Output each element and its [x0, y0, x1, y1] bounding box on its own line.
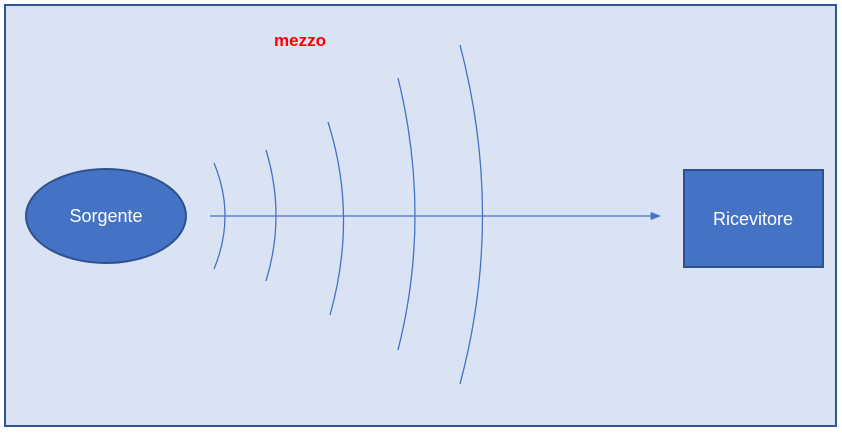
wavefront-3 [327, 121, 345, 316]
source-label: Sorgente [69, 206, 142, 226]
wavefront-1 [213, 162, 226, 270]
wavefront-2 [265, 149, 277, 282]
receiver-label: Ricevitore [713, 209, 793, 229]
medium-label: mezzo [274, 31, 326, 50]
source-ellipse [25, 168, 187, 264]
receiver-box [683, 169, 824, 268]
wavefront-4 [397, 77, 416, 351]
wavefront-5 [459, 44, 484, 385]
